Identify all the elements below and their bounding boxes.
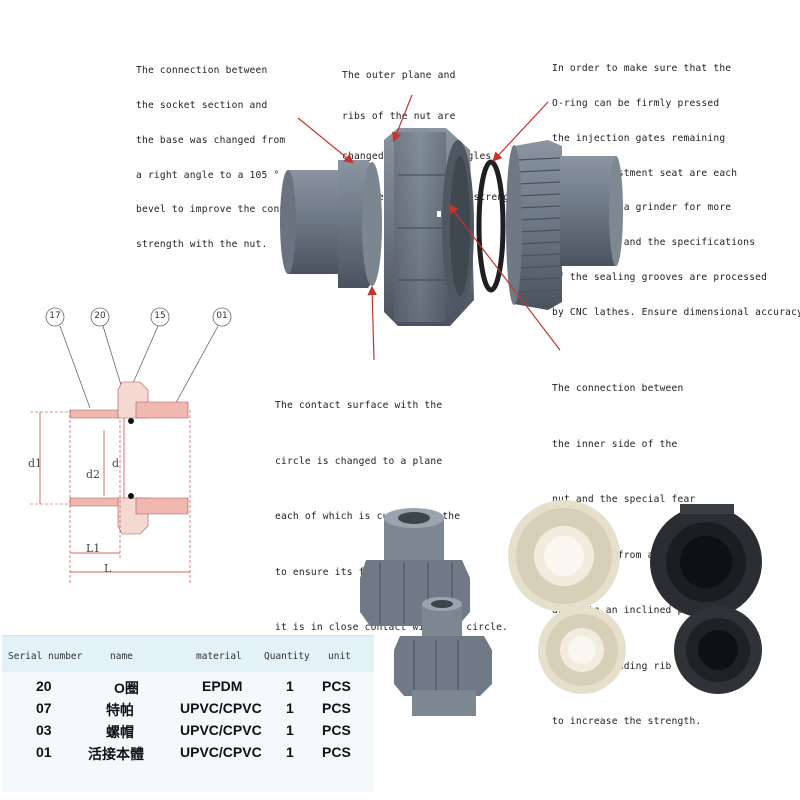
cell-unit: PCS <box>322 700 351 716</box>
header-serial: Serial number <box>8 651 83 662</box>
note-line: a right angle to a 105 ° <box>136 169 280 181</box>
table-header: Serial number name material Quantity uni… <box>2 636 374 672</box>
table-row: 07 特帕 UPVC/CPVC 1 PCS <box>2 698 374 720</box>
dim-L: L <box>104 562 112 575</box>
grey-union-photo <box>360 508 492 716</box>
cell-name: 特帕 <box>106 702 134 718</box>
cell-quantity: 1 <box>286 722 294 738</box>
note-line: the injection gates remaining <box>552 132 726 144</box>
header-name: name <box>110 651 133 662</box>
cell-name: 活接本體 <box>88 746 144 762</box>
header-quantity: Quantity <box>264 651 310 662</box>
threaded-end-part <box>506 140 623 310</box>
callout-01: 01 <box>216 311 228 321</box>
cell-material: EPDM <box>202 678 243 694</box>
note-line: The contact surface with the <box>275 400 443 411</box>
cell-quantity: 1 <box>286 744 294 760</box>
cell-material: UPVC/CPVC <box>180 722 262 738</box>
oring-part <box>476 159 506 293</box>
note-line: In order to make sure that the <box>552 63 732 75</box>
note-line: The outer plane and <box>342 70 456 81</box>
dim-d2: d2 <box>86 468 101 481</box>
cell-serial: 03 <box>36 722 52 738</box>
note-line: The connection between <box>136 65 268 77</box>
nut-part <box>384 128 474 326</box>
note-line: The connection between <box>552 383 684 394</box>
note-line: to increase the strength. <box>552 716 702 727</box>
note-line: O-ring can be firmly pressed <box>552 97 720 109</box>
cell-quantity: 1 <box>286 678 294 694</box>
dim-d1: d1 <box>28 457 43 470</box>
black-union-photo <box>650 504 762 694</box>
dim-d: d <box>112 457 120 470</box>
cell-name: O圈 <box>114 680 139 696</box>
cell-quantity: 1 <box>286 700 294 716</box>
socket-part <box>280 160 382 288</box>
callout-arrows <box>297 94 561 361</box>
beige-union-photo <box>508 500 626 694</box>
note-line: the socket section and <box>136 99 268 111</box>
dim-L1: L1 <box>86 542 101 555</box>
cell-material: UPVC/CPVC <box>180 744 262 760</box>
section-drawing <box>30 307 232 585</box>
note-line: the base was changed from <box>136 134 286 146</box>
header-unit: unit <box>328 651 351 662</box>
note-line: nut and the special fear <box>552 494 696 505</box>
cell-unit: PCS <box>322 722 351 738</box>
callout-17: 17 <box>49 311 61 321</box>
table-row: 01 活接本體 UPVC/CPVC 1 PCS <box>2 742 374 764</box>
cell-material: UPVC/CPVC <box>180 700 262 716</box>
note-line: by CNC lathes. Ensure dimensional accura… <box>552 306 800 318</box>
cell-unit: PCS <box>322 744 351 760</box>
note-line: the inner side of the <box>552 438 678 450</box>
note-line: circle is changed to a plane <box>275 455 443 467</box>
note-line: ribs of the nut are <box>342 110 456 122</box>
table-row: 03 螺帽 UPVC/CPVC 1 PCS <box>2 720 374 742</box>
note-line: strength with the nut. <box>136 239 268 251</box>
cell-unit: PCS <box>322 678 351 694</box>
cell-serial: 20 <box>36 678 52 694</box>
cell-serial: 01 <box>36 744 52 760</box>
header-material: material <box>196 651 242 662</box>
cell-name: 螺帽 <box>106 724 134 740</box>
parts-table: Serial number name material Quantity uni… <box>2 635 374 792</box>
callout-15: 15 <box>154 311 166 321</box>
table-row: 20 O圈 EPDM 1 PCS <box>2 676 374 698</box>
callout-20: 20 <box>94 311 106 321</box>
cell-serial: 07 <box>36 700 52 716</box>
